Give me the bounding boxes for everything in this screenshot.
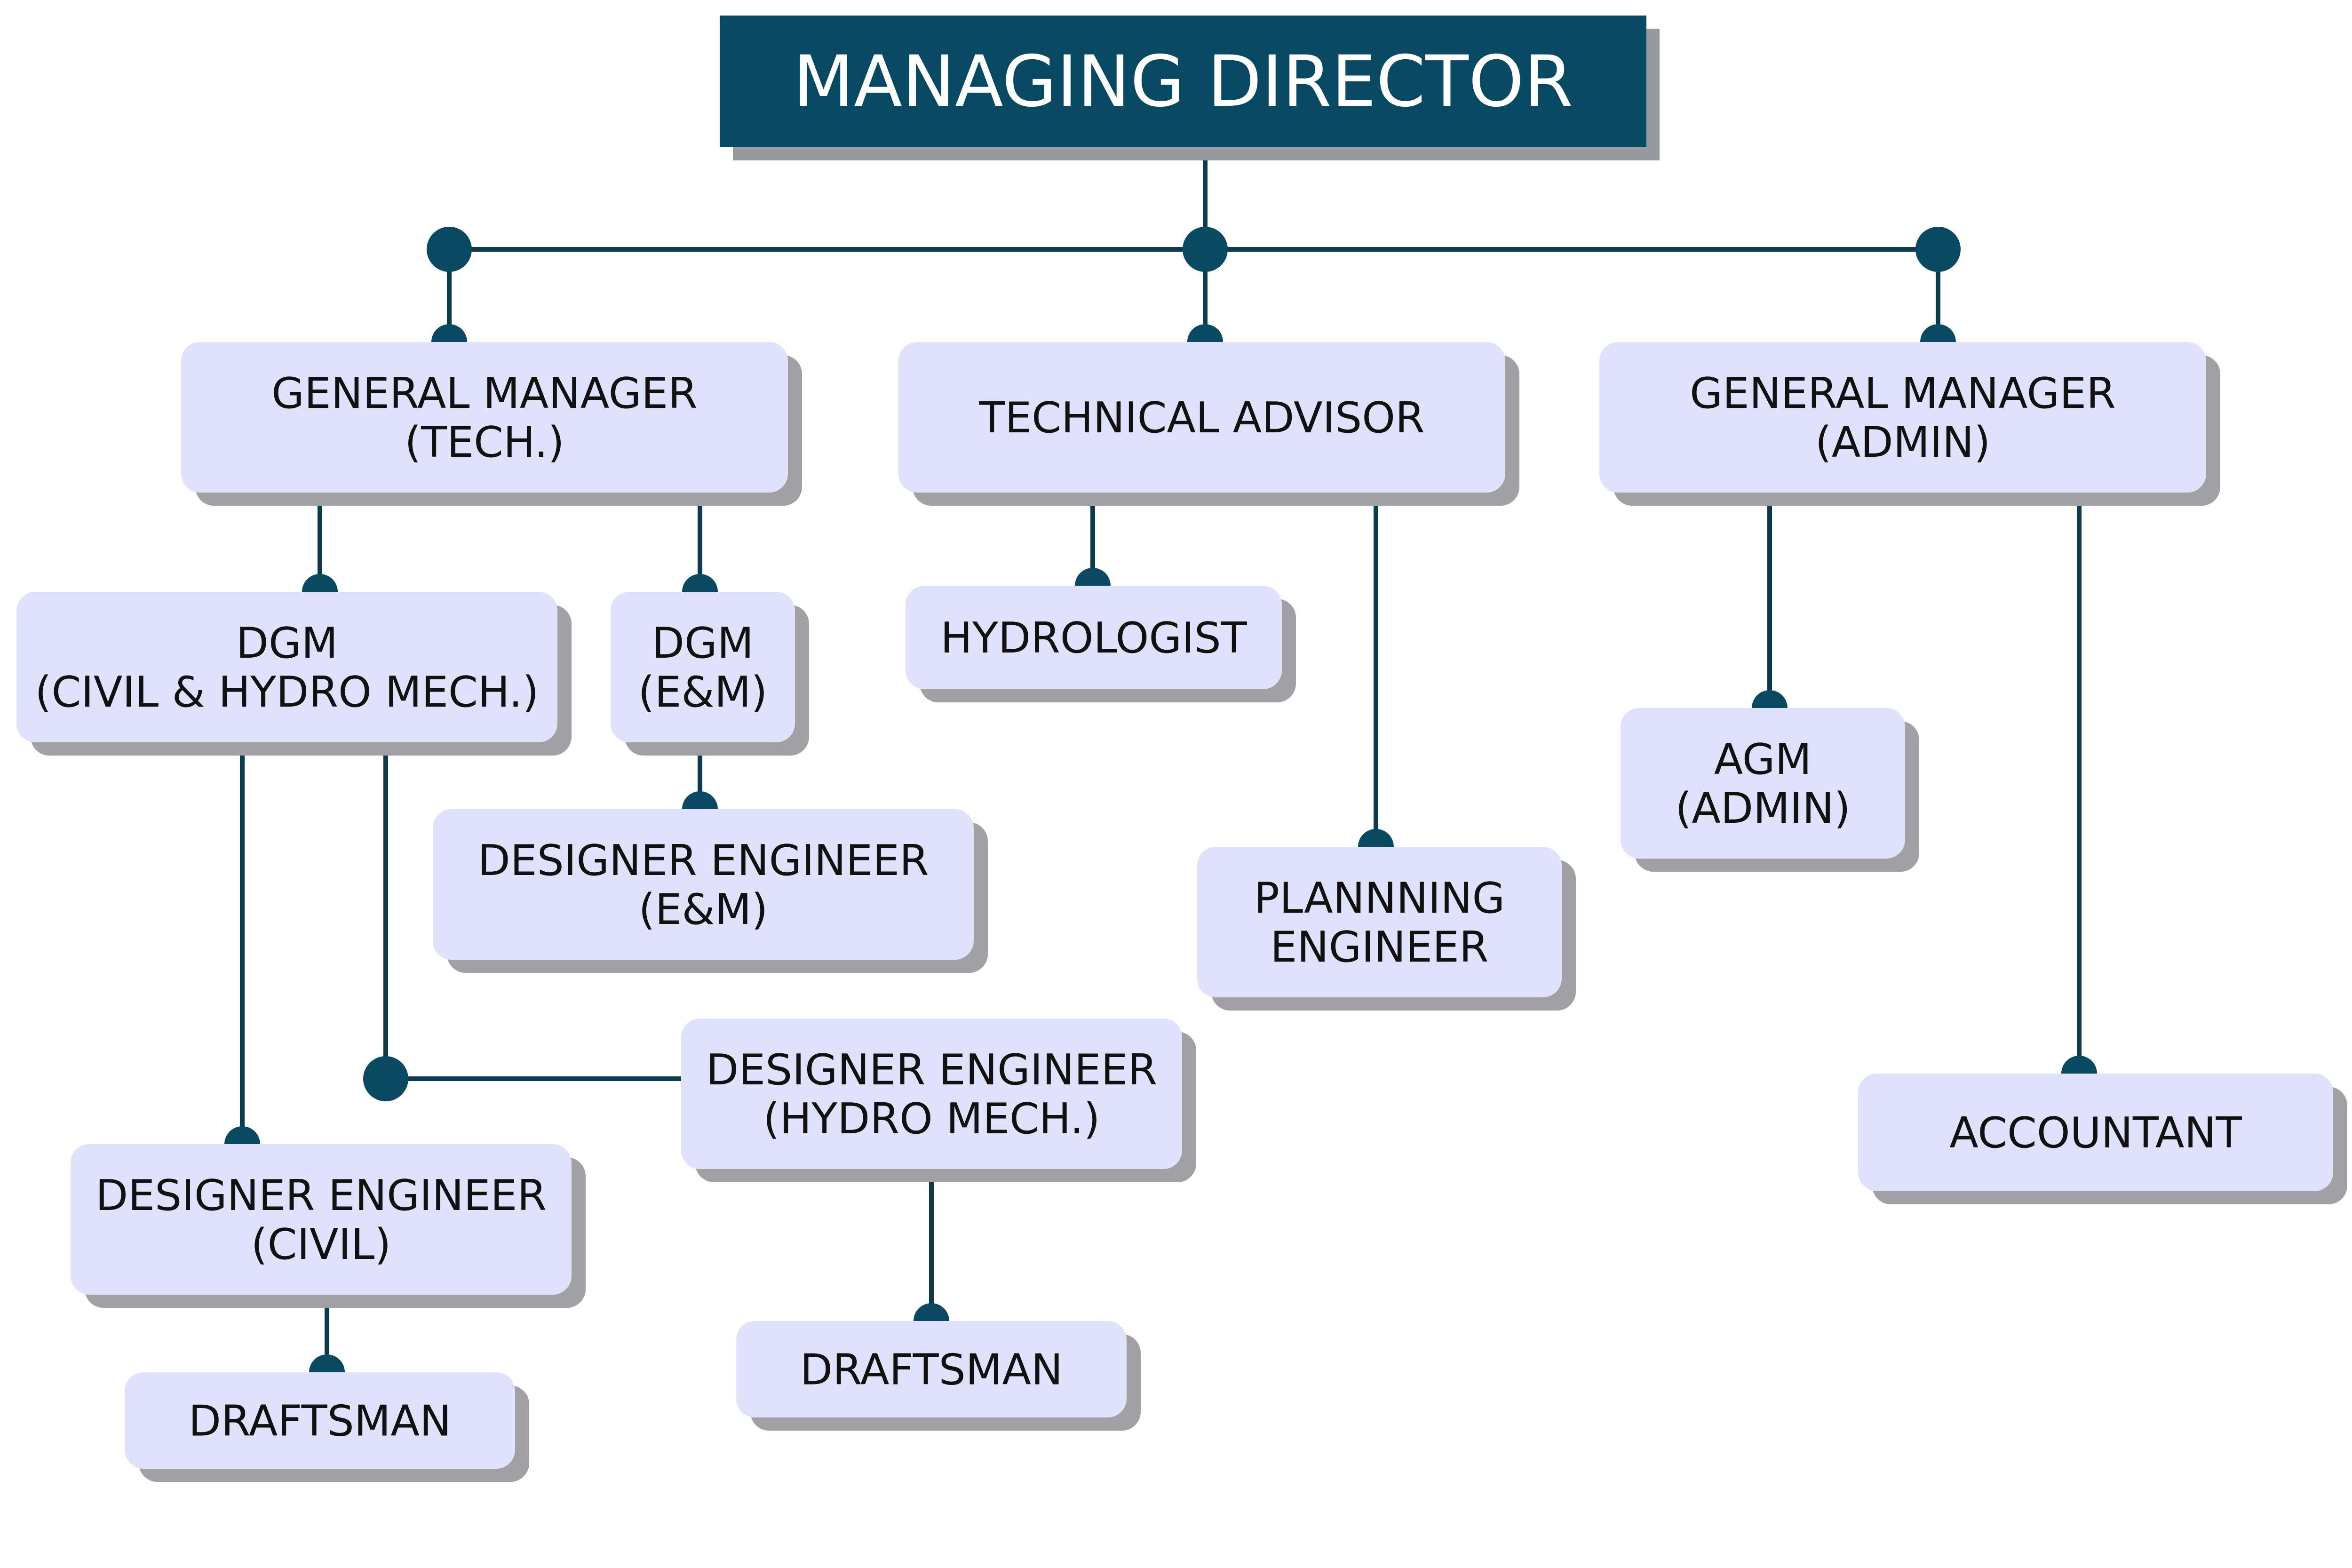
node-label-line: DESIGNER ENGINEER	[478, 836, 929, 885]
node-label-line: AGM	[1714, 735, 1812, 784]
node-box	[1599, 342, 2206, 493]
node-label-line: DRAFTSMAN	[800, 1345, 1063, 1395]
node-hydrologist: HYDROLOGIST	[906, 586, 1296, 702]
connector-cap-dgm-civil-hydro	[302, 574, 338, 592]
node-label-line: DGM	[236, 619, 338, 668]
node-label-line: GENERAL MANAGER	[271, 369, 698, 418]
connector-cap-dgm-em	[682, 574, 718, 592]
node-label-line: (CIVIL)	[251, 1220, 391, 1269]
connector-cap-agm-admin	[1752, 690, 1788, 708]
connector-cap-gm-tech	[431, 324, 467, 342]
node-draftsman-civil: DRAFTSMAN	[125, 1372, 529, 1482]
node-label-line: DESIGNER ENGINEER	[95, 1171, 547, 1220]
node-designer-em: DESIGNER ENGINEER(E&M)	[433, 809, 988, 973]
node-box	[611, 592, 795, 742]
node-label-line: (ADMIN)	[1675, 784, 1851, 833]
node-label-line: ACCOUNTANT	[1949, 1108, 2242, 1158]
connectors	[224, 147, 2097, 1372]
connector-cap-designer-em	[682, 791, 718, 809]
node-box	[898, 342, 1505, 493]
connector-cap-draftsman-civil	[309, 1354, 345, 1372]
node-label-line: (HYDRO MECH.)	[763, 1094, 1100, 1144]
node-box	[1858, 1074, 2333, 1191]
node-draftsman-hydro: DRAFTSMAN	[736, 1321, 1141, 1431]
connector-cap-accountant	[2061, 1056, 2097, 1074]
node-label-line: (E&M)	[638, 668, 768, 717]
node-label-line: TECHNICAL ADVISOR	[978, 393, 1424, 443]
node-box	[433, 809, 974, 960]
node-box	[71, 1144, 572, 1295]
connector-cap-gm-admin	[1920, 324, 1956, 342]
node-label-line: (ADMIN)	[1815, 418, 1991, 467]
node-box	[736, 1321, 1127, 1417]
node-box	[125, 1372, 515, 1469]
node-label-line: (CIVIL & HYDRO MECH.)	[35, 668, 539, 717]
node-box	[1197, 847, 1562, 997]
node-tech-advisor: TECHNICAL ADVISOR	[898, 342, 1519, 506]
node-label-line: (E&M)	[639, 885, 768, 934]
node-box	[681, 1019, 1182, 1169]
node-label-line: DRAFTSMAN	[189, 1397, 452, 1446]
node-designer-hydro: DESIGNER ENGINEER(HYDRO MECH.)	[681, 1019, 1196, 1182]
node-managing-director: MANAGING DIRECTOR	[720, 16, 1660, 160]
node-label-line: (TECH.)	[405, 418, 564, 467]
node-dgm-civil-hydro: DGM(CIVIL & HYDRO MECH.)	[16, 592, 572, 756]
node-box	[906, 586, 1282, 689]
connector-cap-draftsman-hydro	[914, 1303, 949, 1321]
node-box	[720, 16, 1646, 147]
node-label-line: DGM	[652, 619, 754, 668]
junction-dot-hydro	[363, 1056, 408, 1101]
node-label: MANAGING DIRECTOR	[793, 41, 1573, 123]
node-label-line: HYDROLOGIST	[940, 613, 1248, 663]
node-label-line: PLANNNING	[1254, 874, 1505, 923]
node-label-line: ENGINEER	[1270, 923, 1488, 972]
connector-cap-tech-advisor	[1187, 324, 1223, 342]
node-label-line: DESIGNER ENGINEER	[706, 1045, 1157, 1095]
junction-dot-3	[1915, 227, 1961, 272]
node-box	[16, 592, 557, 742]
node-accountant: ACCOUNTANT	[1858, 1074, 2347, 1204]
node-dgm-em: DGM(E&M)	[611, 592, 809, 756]
connector-cap-designer-civil	[224, 1126, 260, 1144]
junction-dot-2	[1183, 227, 1228, 272]
node-designer-civil: DESIGNER ENGINEER(CIVIL)	[71, 1144, 586, 1308]
node-box	[1621, 708, 1905, 859]
node-agm-admin: AGM(ADMIN)	[1621, 708, 1919, 872]
node-gm-tech: GENERAL MANAGER(TECH.)	[181, 342, 802, 506]
connector-cap-hydrologist	[1075, 568, 1111, 586]
connector-cap-planning-engineer	[1358, 829, 1394, 847]
node-box	[181, 342, 788, 493]
node-label-line: GENERAL MANAGER	[1690, 369, 2116, 418]
junction-dot-1	[427, 227, 472, 272]
node-gm-admin: GENERAL MANAGER(ADMIN)	[1599, 342, 2220, 506]
